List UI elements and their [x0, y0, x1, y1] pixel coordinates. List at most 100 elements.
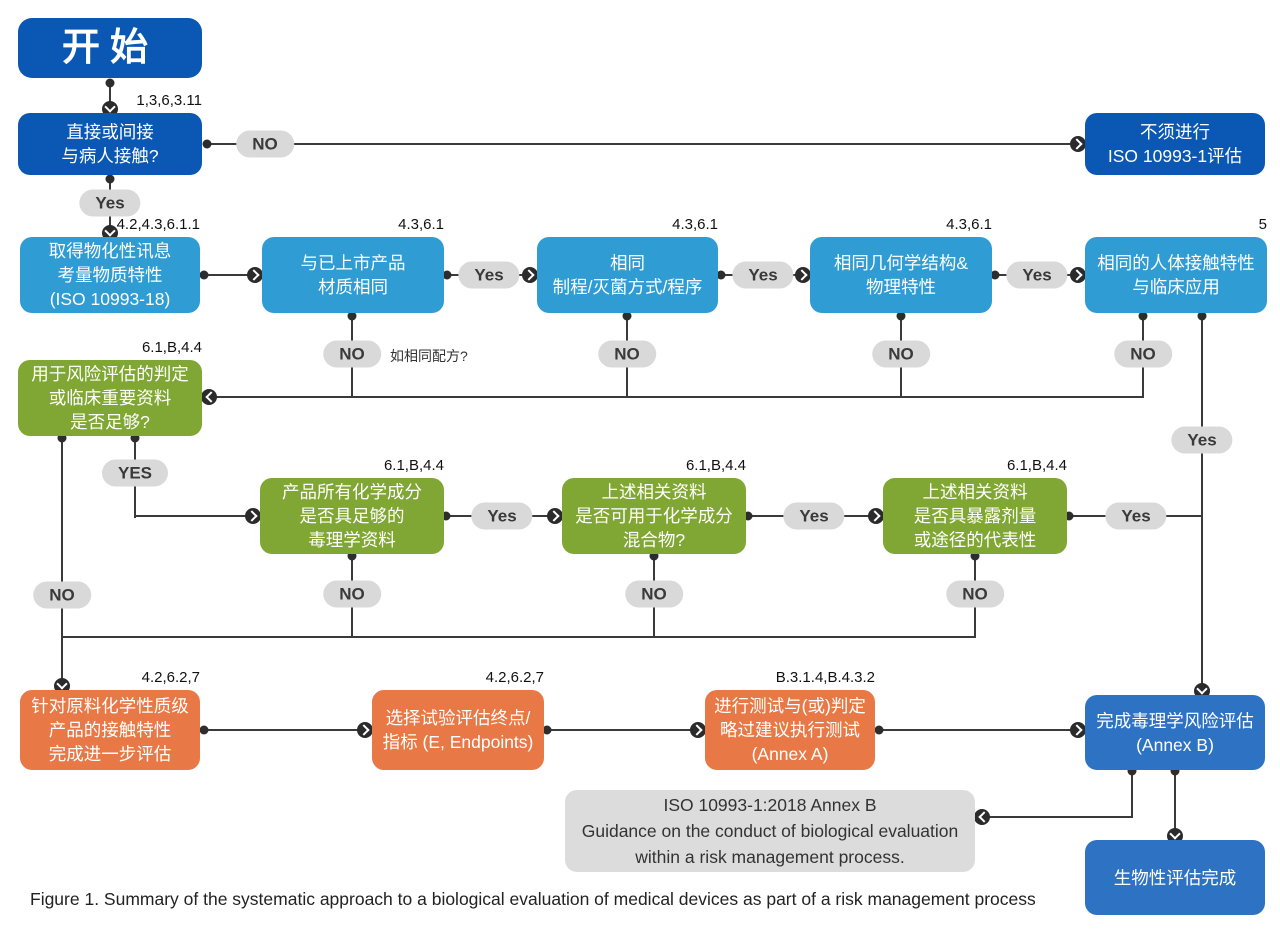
- node-chemical-tox-data: 产品所有化学成分 是否具足够的 毒理学资料: [260, 478, 444, 554]
- node-line: 指标 (E, Endpoints): [382, 732, 534, 752]
- ref-label: 6.1,B,4.4: [685, 457, 746, 474]
- pill-no: NO: [323, 580, 381, 608]
- node-risk-data-sufficient: 用于风险评估的判定 或临床重要资料 是否足够?: [18, 360, 202, 436]
- connector-line: [547, 729, 703, 731]
- ref-label: 5: [1258, 216, 1267, 233]
- connector-dot: [202, 139, 212, 149]
- arrow-right-icon: [1070, 267, 1086, 283]
- connector-line: [879, 729, 1082, 731]
- node-line: 物理特性: [866, 277, 936, 297]
- node-further-evaluation: 针对原料化学性质级 产品的接触特性 完成进一步评估: [20, 690, 200, 770]
- arrow-right-icon: [1070, 722, 1086, 738]
- node-bio-eval-complete: 生物性评估完成: [1085, 840, 1265, 915]
- node-annex-b-note: ISO 10993-1:2018 Annex B Guidance on the…: [565, 790, 975, 872]
- node-tox-risk-complete: 完成毒理学风险评估 (Annex B): [1085, 695, 1265, 770]
- connector-line: [984, 816, 1132, 818]
- connector-line: [205, 396, 1144, 398]
- node-line: 与已上市产品: [300, 253, 406, 273]
- node-patient-contact: 直接或间接 与病人接触?: [18, 113, 202, 175]
- connector-dot: [1064, 511, 1074, 521]
- ref-label: 6.1,B,4.4: [383, 457, 444, 474]
- node-start: 开始: [18, 18, 202, 78]
- arrow-right-icon: [245, 508, 261, 524]
- node-line: 用于风险评估的判定: [31, 364, 189, 384]
- connector-dot: [441, 511, 451, 521]
- node-line: 是否具暴露剂量: [913, 506, 1037, 526]
- connector-dot: [1197, 311, 1207, 321]
- connector-line: [206, 143, 1080, 145]
- arrow-left-icon: [974, 809, 990, 825]
- connector-dot: [1138, 311, 1148, 321]
- node-line: 相同: [610, 253, 645, 273]
- node-line: 制程/灭菌方式/程序: [552, 277, 703, 297]
- node-line: 取得物化性讯息: [48, 241, 172, 261]
- connector-dot: [649, 551, 659, 561]
- arrow-right-icon: [690, 722, 706, 738]
- pill-yes: Yes: [783, 502, 845, 530]
- connector-dot: [542, 725, 552, 735]
- node-label: 开始: [61, 27, 158, 69]
- node-line: 或途径的代表性: [913, 530, 1037, 550]
- connector-dot: [347, 551, 357, 561]
- connector-dot: [130, 433, 140, 443]
- connector-dot: [874, 725, 884, 735]
- node-line: 完成毒理学风险评估: [1096, 710, 1254, 731]
- pill-yes-upper: YES: [101, 459, 169, 487]
- ref-label: 4.3,6.1: [398, 216, 444, 233]
- node-exposure-representative: 上述相关资料 是否具暴露剂量 或途径的代表性: [883, 478, 1067, 554]
- node-line: 选择试验评估终点/: [385, 708, 531, 728]
- node-material-info: 取得物化性讯息 考量物质特性 (ISO 10993-18): [20, 237, 200, 313]
- connector-line: [135, 515, 258, 517]
- node-line: 进行测试与(或)判定: [714, 696, 866, 716]
- node-line: 产品所有化学成分: [282, 482, 422, 502]
- pill-yes: Yes: [1171, 426, 1233, 454]
- pill-yes: Yes: [1105, 502, 1167, 530]
- arrow-right-icon: [357, 722, 373, 738]
- figure-caption: Figure 1. Summary of the systematic appr…: [30, 889, 1036, 909]
- connector-dot: [105, 78, 115, 88]
- pill-no: NO: [236, 130, 294, 158]
- pill-no: NO: [323, 340, 381, 368]
- connector-dot: [1127, 766, 1137, 776]
- node-line: 是否足够?: [70, 412, 150, 432]
- arrow-right-icon: [247, 267, 263, 283]
- connector-dot: [442, 270, 452, 280]
- node-line: 直接或间接: [66, 122, 154, 142]
- node-line: (Annex A): [751, 744, 829, 764]
- node-same-process: 相同 制程/灭菌方式/程序: [537, 237, 718, 313]
- ref-label: 4.3,6.1: [672, 216, 718, 233]
- node-line: 产品的接触特性: [48, 720, 172, 740]
- ref-label: 4.2,6.2,7: [141, 669, 200, 686]
- arrow-left-icon: [201, 389, 217, 405]
- connector-line: [204, 274, 260, 276]
- connector-dot: [716, 270, 726, 280]
- connector-line: [62, 636, 976, 638]
- ref-label: 6.1,B,4.4: [141, 339, 202, 356]
- node-select-endpoints: 选择试验评估终点/ 指标 (E, Endpoints): [372, 690, 544, 770]
- node-line: 相同的人体接触特性: [1097, 253, 1255, 273]
- node-line: (Annex B): [1136, 734, 1214, 755]
- node-data-applicable: 上述相关资料 是否可用于化学成分 混合物?: [562, 478, 746, 554]
- connector-dot: [57, 433, 67, 443]
- arrow-right-icon: [547, 508, 563, 524]
- node-label: 生物性评估完成: [1113, 867, 1237, 888]
- node-line: 不须进行: [1140, 122, 1210, 142]
- node-no-evaluation: 不须进行 ISO 10993-1评估: [1085, 113, 1265, 175]
- arrow-right-icon: [868, 508, 884, 524]
- node-same-geometry: 相同几何学结构& 物理特性: [810, 237, 992, 313]
- pill-yes: Yes: [732, 261, 794, 289]
- connector-dot: [743, 511, 753, 521]
- connector-dot: [347, 311, 357, 321]
- node-line: Guidance on the conduct of biological ev…: [581, 821, 959, 841]
- node-line: 或临床重要资料: [48, 388, 172, 408]
- pill-no: NO: [1114, 340, 1172, 368]
- connector-dot: [990, 270, 1000, 280]
- ref-label: 4.2,4.3,6.1.1: [116, 216, 200, 233]
- pill-yes: Yes: [458, 261, 520, 289]
- node-line: 考量物质特性: [57, 265, 163, 285]
- ref-label: 4.3,6.1: [946, 216, 992, 233]
- connector-dot: [896, 311, 906, 321]
- ref-label: 6.1,B,4.4: [1006, 457, 1067, 474]
- connector-line: [204, 729, 370, 731]
